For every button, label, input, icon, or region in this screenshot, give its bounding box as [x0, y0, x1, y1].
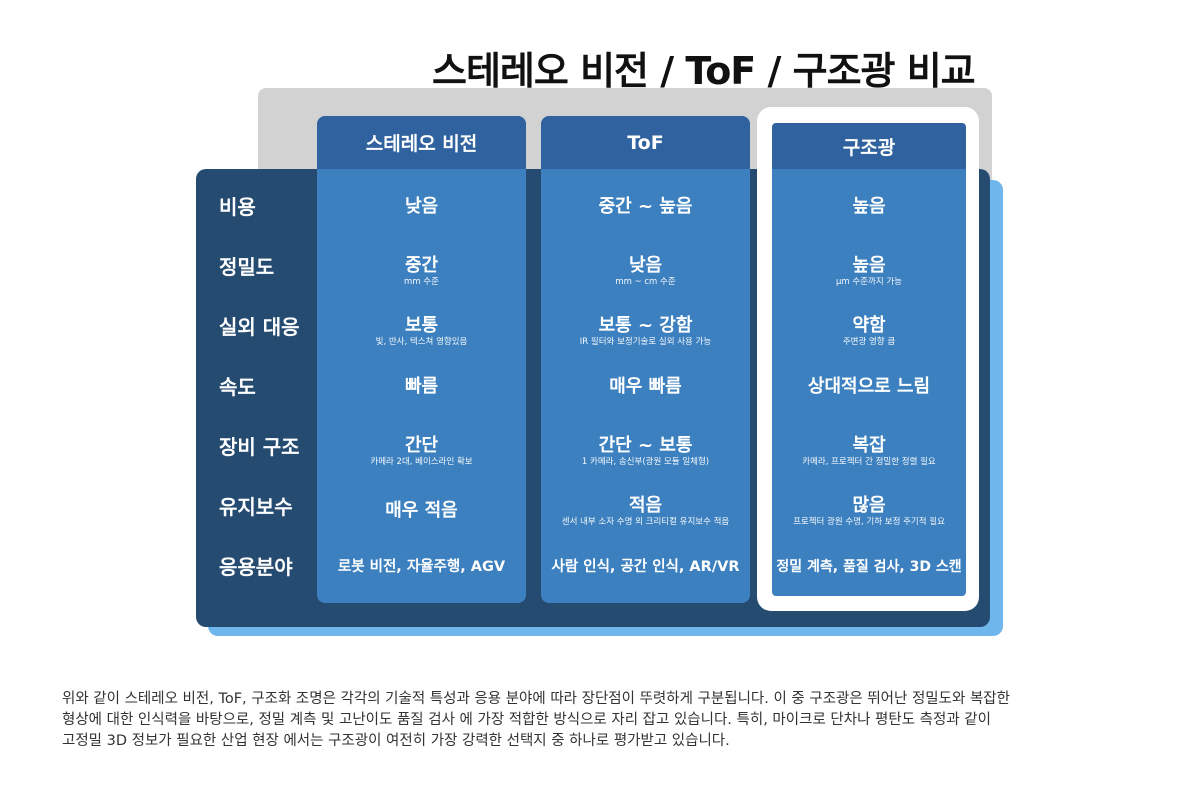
- row-label-cost: 비용: [219, 195, 256, 219]
- description-line: 위와 같이 스테레오 비전, ToF, 구조화 조명은 각각의 기술적 특성과 …: [62, 691, 1010, 707]
- cell-value: 낮음: [404, 196, 439, 217]
- row-label-outdoor: 실외 대응: [219, 315, 300, 339]
- table-cell: 상대적으로 느림: [772, 365, 966, 409]
- table-cell: 높음 μm 수준까지 가능: [772, 249, 966, 293]
- cell-note: mm 수준: [404, 276, 439, 287]
- cell-value: 중간 ~ 높음: [598, 196, 693, 217]
- table-cell: 로봇 비전, 자율주행, AGV: [317, 545, 526, 589]
- cell-value: 복잡: [852, 434, 886, 456]
- table-cell: 빠름: [317, 365, 526, 409]
- cell-note: 센서 내부 소자 수명 외 크리티컬 유지보수 적음: [561, 516, 730, 527]
- cell-note: IR 필터와 보정기술로 실외 사용 가능: [579, 336, 712, 347]
- cell-value: 로봇 비전, 자율주행, AGV: [337, 559, 506, 575]
- cell-note: 카메라, 프로젝터 간 정밀한 정렬 필요: [802, 456, 936, 467]
- column-header-tof: ToF: [541, 116, 750, 169]
- cell-value: 간단 ~ 보통: [598, 434, 693, 456]
- cell-note: 카메라 2대, 베이스라인 확보: [370, 456, 473, 467]
- table-cell: 적음 센서 내부 소자 수명 외 크리티컬 유지보수 적음: [541, 489, 750, 533]
- table-cell: 간단 카메라 2대, 베이스라인 확보: [317, 429, 526, 473]
- cell-note: 프로젝터 광원 수명, 기하 보정 주기적 필요: [793, 516, 945, 527]
- column-body-stereo: [317, 169, 526, 603]
- page-title: 스테레오 비전 / ToF / 구조광 비교: [432, 49, 976, 93]
- table-cell: 중간 mm 수준: [317, 249, 526, 293]
- row-label-equipment: 장비 구조: [219, 435, 300, 459]
- cell-value: 매우 적음: [385, 500, 458, 521]
- cell-value: 약함: [852, 314, 886, 336]
- table-cell: 정밀 계측, 품질 검사, 3D 스캔: [772, 545, 966, 589]
- cell-note: μm 수준까지 가능: [835, 276, 902, 287]
- table-cell: 약함 주변광 영향 큼: [772, 309, 966, 353]
- cell-value: 적음: [628, 494, 663, 516]
- row-label-applications: 응용분야: [219, 555, 293, 579]
- table-cell: 보통 빛, 반사, 텍스쳐 영향있음: [317, 309, 526, 353]
- table-cell: 높음: [772, 185, 966, 229]
- column-header-structured-light: 구조광: [772, 123, 966, 169]
- cell-value: 보통: [404, 314, 439, 336]
- description-line: 형상에 대한 인식력을 바탕으로, 정밀 계측 및 고난이도 품질 검사 에 가…: [62, 712, 991, 728]
- row-label-precision: 정밀도: [219, 255, 275, 279]
- table-cell: 낮음 mm ~ cm 수준: [541, 249, 750, 293]
- cell-value: 정밀 계측, 품질 검사, 3D 스캔: [776, 559, 962, 575]
- cell-value: 높음: [852, 254, 886, 276]
- cell-value: 상대적으로 느림: [807, 376, 931, 397]
- cell-note: mm ~ cm 수준: [615, 276, 676, 287]
- table-cell: 낮음: [317, 185, 526, 229]
- cell-note: 주변광 영향 큼: [842, 336, 896, 347]
- cell-value: 많음: [852, 494, 886, 516]
- cell-value: 사람 인식, 공간 인식, AR/VR: [551, 559, 740, 575]
- table-cell: 많음 프로젝터 광원 수명, 기하 보정 주기적 필요: [772, 489, 966, 533]
- description-line: 고정밀 3D 정보가 필요한 산업 현장 에서는 구조광이 여전히 가장 강력한…: [62, 733, 730, 749]
- table-cell: 매우 빠름: [541, 365, 750, 409]
- cell-value: 매우 빠름: [609, 376, 682, 397]
- cell-value: 간단: [404, 434, 439, 456]
- row-label-speed: 속도: [219, 375, 256, 399]
- cell-note: 1 카메라, 송신부(광원 모듈 일체형): [581, 456, 710, 467]
- description-paragraph: 위와 같이 스테레오 비전, ToF, 구조화 조명은 각각의 기술적 특성과 …: [62, 689, 1142, 752]
- cell-value: 높음: [852, 196, 886, 217]
- table-cell: 중간 ~ 높음: [541, 185, 750, 229]
- column-body-tof: [541, 169, 750, 603]
- cell-note: 빛, 반사, 텍스쳐 영향있음: [375, 336, 468, 347]
- table-cell: 매우 적음: [317, 489, 526, 533]
- cell-value: 중간: [404, 254, 439, 276]
- cell-value: 빠름: [404, 376, 439, 397]
- column-body-structured-light: [772, 169, 966, 596]
- column-header-stereo: 스테레오 비전: [317, 116, 526, 169]
- table-cell: 간단 ~ 보통 1 카메라, 송신부(광원 모듈 일체형): [541, 429, 750, 473]
- table-cell: 보통 ~ 강함 IR 필터와 보정기술로 실외 사용 가능: [541, 309, 750, 353]
- cell-value: 보통 ~ 강함: [598, 314, 693, 336]
- table-cell: 사람 인식, 공간 인식, AR/VR: [541, 545, 750, 589]
- table-cell: 복잡 카메라, 프로젝터 간 정밀한 정렬 필요: [772, 429, 966, 473]
- cell-value: 낮음: [628, 254, 663, 276]
- row-label-maintenance: 유지보수: [219, 495, 293, 519]
